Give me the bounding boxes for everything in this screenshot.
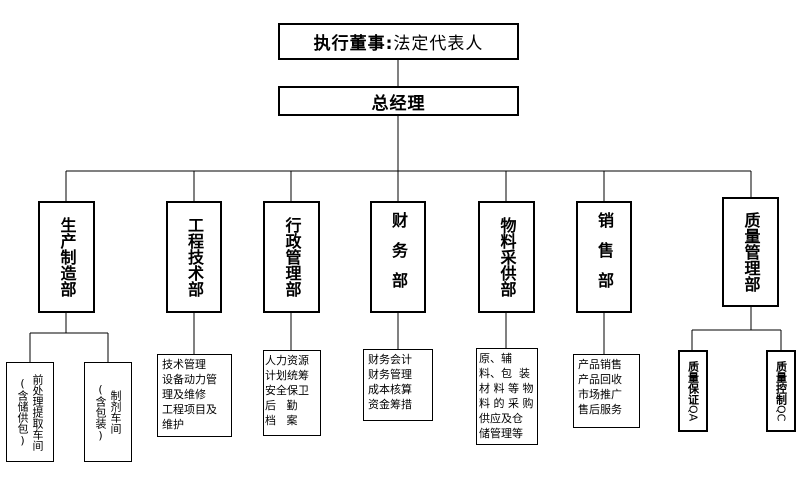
chairman-role: 执行董事: [313, 34, 394, 54]
dept-name: 销售部 [595, 212, 614, 302]
qc-code: QC [774, 404, 788, 422]
workshop-extraction: (含储供包) 前处理提取车间 [6, 362, 54, 462]
qc-label: 质量控制 [774, 360, 788, 405]
dept-quality: 质量管理部 [722, 197, 779, 307]
gm-box: 总经理 [278, 86, 519, 116]
gm-label: 总经理 [371, 93, 426, 114]
dept-production: 生产制造部 [38, 201, 95, 313]
duty-finance: 财务会计 财务管理 成本核算 资金筹措 [363, 349, 433, 421]
dept-name: 工程技术部 [185, 217, 204, 297]
qa-code: QA [686, 404, 700, 422]
dept-administration: 行政管理部 [263, 201, 320, 313]
dept-name: 物料采供部 [497, 217, 517, 297]
chairman-sub: 法定代表人 [393, 34, 484, 54]
workshop-name: 前处理提取车间 [31, 373, 44, 451]
dept-engineering: 工程技术部 [166, 201, 222, 313]
duty-procurement: 原、辅 料、包 装 材 料 等 物 料 的 采 购 供应及仓 储管理等 [476, 348, 538, 445]
quality-qc-box: 质量控制 QC [766, 350, 796, 432]
duty-engineering: 技术管理 设备动力管 理及维修 工程项目及 维护 [157, 354, 232, 437]
duty-administration: 人力资源 计划统筹 安全保卫 后 勤 档 案 [263, 350, 321, 436]
dept-name: 财务部 [389, 212, 408, 302]
duty-sales: 产品销售 产品回收 市场推广 售后服务 [573, 354, 640, 428]
workshop-preparation: (含包装) 制剂车间 [84, 362, 132, 462]
qa-label: 质量保证 [686, 360, 700, 405]
quality-qa-box: 质量保证 QA [678, 350, 708, 432]
dept-name: 生产制造部 [57, 217, 77, 297]
dept-name: 质量管理部 [741, 212, 761, 292]
workshop-note: (含储供包) [16, 377, 29, 447]
dept-sales: 销售部 [576, 201, 632, 313]
workshop-name: 制剂车间 [109, 390, 122, 434]
workshop-note: (含包装) [94, 382, 107, 442]
dept-finance: 财务部 [370, 201, 426, 313]
chairman-box: 执行董事: 法定代表人 [278, 23, 519, 60]
dept-name: 行政管理部 [282, 217, 302, 297]
dept-procurement: 物料采供部 [478, 201, 535, 313]
